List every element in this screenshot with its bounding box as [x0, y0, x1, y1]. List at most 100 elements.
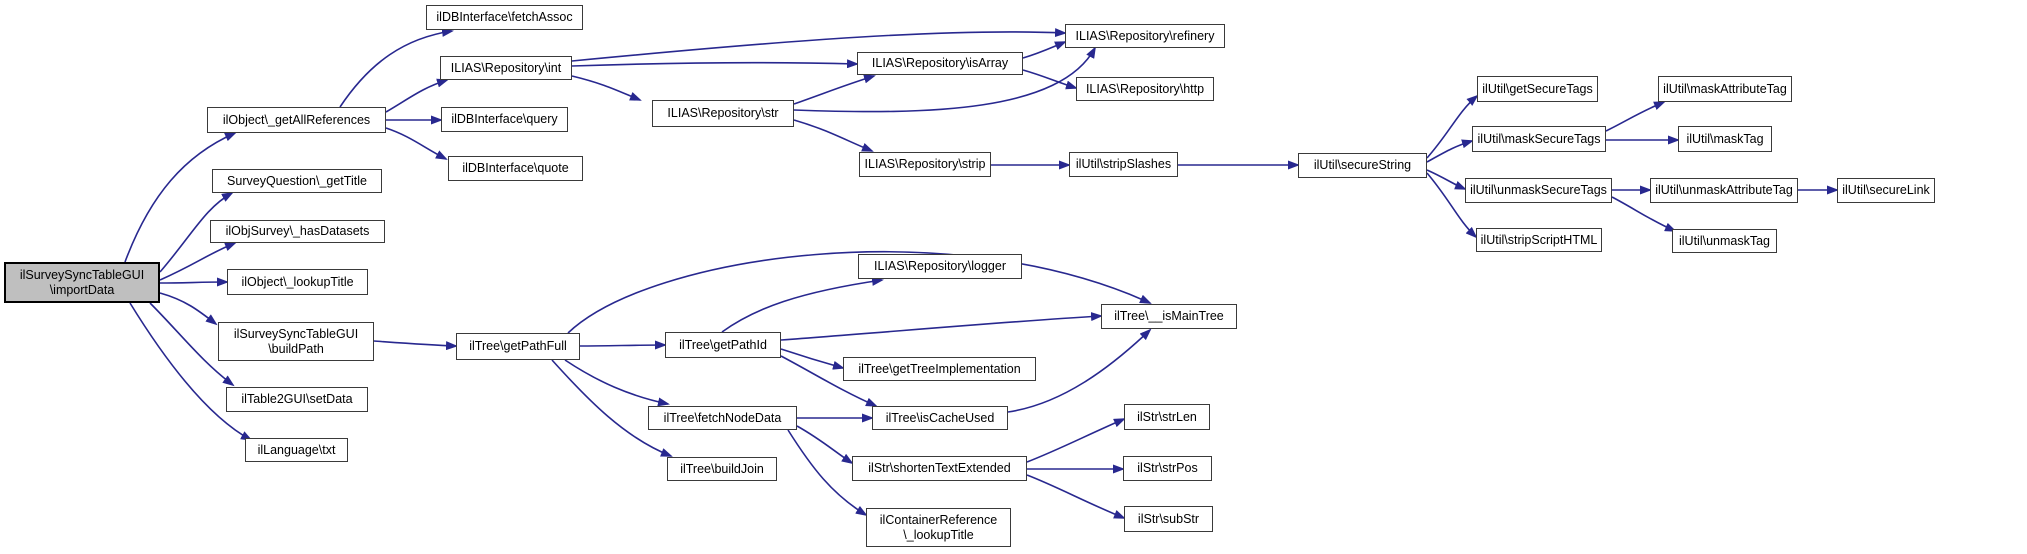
node-label: ILIAS\Repository\strip: [864, 157, 986, 171]
node-strPos[interactable]: ilStr\strPos: [1123, 456, 1212, 481]
edge-secureString-unmaskSecureTags: [1426, 169, 1467, 190]
edge-isArray-http: [1022, 69, 1078, 90]
edge-fetchNodeData-containerRefLookupTitle: [787, 429, 868, 517]
edge-repoInt-refinery: [571, 28, 1067, 62]
node-stripSlashes[interactable]: ilUtil\stripSlashes: [1069, 152, 1178, 177]
edge-importData-setData: [149, 302, 235, 387]
edge-importData-lookupTitle: [159, 277, 229, 287]
edge-getAllReferences-quote: [385, 127, 448, 160]
node-maskSecureTags[interactable]: ilUtil\maskSecureTags: [1472, 126, 1606, 152]
edge-shortenTextExtended-subStr: [1026, 474, 1126, 519]
node-repoStr[interactable]: ILIAS\Repository\str: [652, 100, 794, 127]
edge-isArray-refinery: [1022, 41, 1067, 59]
node-buildPath[interactable]: ilSurveySyncTableGUI\buildPath: [218, 322, 374, 361]
node-logger[interactable]: ILIAS\Repository\logger: [858, 254, 1022, 279]
node-label: ilDBInterface\fetchAssoc: [436, 10, 573, 24]
node-buildJoin[interactable]: ilTree\buildJoin: [667, 457, 777, 481]
node-label: ilTree\isCacheUsed: [885, 410, 995, 425]
node-unmaskTag[interactable]: ilUtil\unmaskTag: [1672, 229, 1777, 253]
node-label: \_lookupTitle: [903, 527, 974, 542]
edge-importData-txt: [129, 302, 253, 441]
node-label: ilDBInterface\query: [451, 112, 558, 126]
node-isArray[interactable]: ILIAS\Repository\isArray: [857, 52, 1023, 75]
node-getSecureTags[interactable]: ilUtil\getSecureTags: [1477, 76, 1598, 102]
node-getPathFull[interactable]: ilTree\getPathFull: [456, 333, 580, 360]
node-label: ilTable2GUI\setData: [241, 392, 353, 406]
node-unmaskSecureTags[interactable]: ilUtil\unmaskSecureTags: [1465, 178, 1612, 203]
edge-secureString-getSecureTags: [1426, 94, 1479, 159]
node-secureLink[interactable]: ilUtil\secureLink: [1837, 178, 1935, 203]
edge-getPathId-getTreeImplementation: [780, 348, 845, 370]
node-getTitle[interactable]: SurveyQuestion\_getTitle: [212, 169, 382, 193]
node-maskTag[interactable]: ilUtil\maskTag: [1678, 126, 1772, 152]
node-label: ilContainerReference: [879, 512, 998, 527]
node-label: ilSurveySyncTableGUI: [19, 267, 145, 282]
edge-repoInt-isArray: [571, 59, 859, 69]
node-label: ilUtil\maskSecureTags: [1477, 131, 1601, 146]
node-label: ilUtil\secureString: [1313, 158, 1412, 172]
node-label: ilTree\getPathFull: [469, 339, 567, 353]
node-fetchNodeData[interactable]: ilTree\fetchNodeData: [648, 406, 797, 430]
node-refinery[interactable]: ILIAS\Repository\refinery: [1065, 24, 1225, 48]
node-query[interactable]: ilDBInterface\query: [441, 107, 568, 132]
node-containerRefLookupTitle[interactable]: ilContainerReference\_lookupTitle: [866, 508, 1011, 547]
node-label: ilStr\shortenTextExtended: [868, 461, 1011, 475]
node-strLen[interactable]: ilStr\strLen: [1124, 404, 1210, 430]
node-secureString[interactable]: ilUtil\secureString: [1298, 153, 1427, 178]
node-isCacheUsed[interactable]: ilTree\isCacheUsed: [872, 406, 1008, 430]
node-label: ilUtil\stripSlashes: [1075, 157, 1172, 171]
edge-importData-hasDatasets: [159, 242, 237, 281]
node-label: ILIAS\Repository\isArray: [871, 56, 1009, 70]
node-label: ilObject\_lookupTitle: [241, 274, 354, 289]
node-label: \importData: [49, 282, 115, 297]
edge-secureString-stripScriptHTML: [1426, 172, 1478, 239]
edge-repoStr-isArray: [793, 74, 876, 105]
node-label: ilStr\strLen: [1137, 409, 1197, 424]
node-stripScriptHTML[interactable]: ilUtil\stripScriptHTML: [1476, 228, 1602, 252]
node-label: ilDBInterface\quote: [462, 161, 569, 175]
node-strip[interactable]: ILIAS\Repository\strip: [859, 152, 991, 177]
node-label: ilTree\getPathId: [679, 337, 767, 352]
edge-getAllReferences-repoInt: [385, 78, 449, 113]
edge-getAllReferences-fetchAssoc: [339, 28, 454, 108]
node-label: ilStr\subStr: [1137, 511, 1200, 526]
node-http[interactable]: ILIAS\Repository\http: [1076, 77, 1214, 101]
edge-importData-getTitle: [159, 192, 234, 273]
edge-getPathFull-getPathId: [579, 340, 667, 350]
edge-repoStr-refinery: [793, 46, 1096, 113]
node-label: ilUtil\secureLink: [1842, 183, 1930, 197]
node-setData[interactable]: ilTable2GUI\setData: [226, 387, 368, 412]
node-label: ilStr\strPos: [1137, 461, 1198, 475]
edge-importData-buildPath: [159, 292, 218, 326]
node-label: ilLanguage\txt: [257, 442, 336, 457]
node-subStr[interactable]: ilStr\subStr: [1124, 506, 1213, 532]
node-maskAttributeTag[interactable]: ilUtil\maskAttributeTag: [1658, 76, 1792, 102]
node-label: ilUtil\stripScriptHTML: [1480, 232, 1598, 247]
edge-maskSecureTags-maskAttributeTag: [1605, 101, 1666, 132]
edge-isCacheUsed-isMainTree: [1007, 328, 1152, 413]
node-isMainTree[interactable]: ilTree\__isMainTree: [1101, 304, 1237, 329]
node-shortenTextExtended[interactable]: ilStr\shortenTextExtended: [852, 456, 1027, 481]
node-label: SurveyQuestion\_getTitle: [227, 173, 367, 188]
node-hasDatasets[interactable]: ilObjSurvey\_hasDatasets: [210, 220, 385, 243]
node-quote[interactable]: ilDBInterface\quote: [448, 156, 583, 181]
node-repoInt[interactable]: ILIAS\Repository\int: [440, 56, 572, 80]
edge-fetchNodeData-shortenTextExtended: [796, 425, 854, 465]
node-label: ilSurveySyncTableGUI: [233, 326, 359, 341]
node-txt[interactable]: ilLanguage\txt: [245, 438, 348, 462]
node-label: ilUtil\maskTag: [1686, 131, 1764, 146]
node-lookupTitle[interactable]: ilObject\_lookupTitle: [227, 269, 368, 295]
edge-getPathId-isCacheUsed: [780, 355, 878, 407]
node-getPathId[interactable]: ilTree\getPathId: [665, 332, 781, 358]
node-getTreeImplementation[interactable]: ilTree\getTreeImplementation: [843, 357, 1036, 381]
node-label: ilTree\fetchNodeData: [663, 410, 782, 425]
edge-getPathFull-buildJoin: [551, 359, 673, 457]
node-label: ilUtil\getSecureTags: [1482, 81, 1593, 96]
node-fetchAssoc[interactable]: ilDBInterface\fetchAssoc: [426, 5, 583, 30]
edge-getPathId-isMainTree: [780, 312, 1103, 341]
node-label: ILIAS\Repository\logger: [873, 259, 1006, 273]
node-unmaskAttributeTag[interactable]: ilUtil\unmaskAttributeTag: [1650, 178, 1798, 203]
edge-repoStr-strip: [793, 119, 874, 152]
node-getAllReferences[interactable]: ilObject\_getAllReferences: [207, 107, 386, 133]
